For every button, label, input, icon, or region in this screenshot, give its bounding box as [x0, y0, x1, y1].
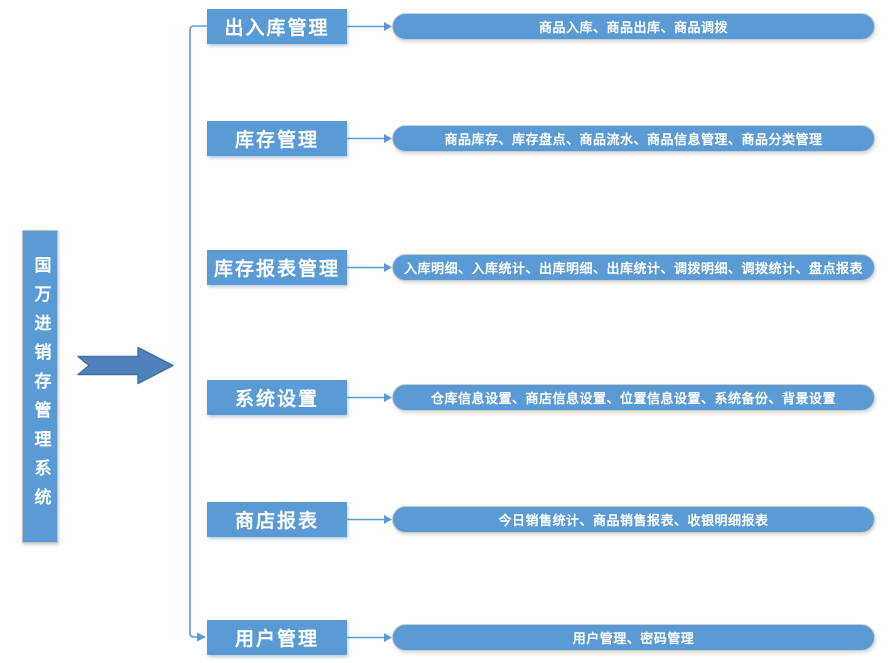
branch-detail-pill: 仓库信息设置、商店信息设置、位置信息设置、系统备份、背景设置 [392, 383, 875, 411]
branch-detail-label: 入库明细、入库统计、出库明细、出库统计、调拨明细、调拨统计、盘点报表 [403, 261, 863, 277]
branch-node: 系统设置 [207, 379, 347, 415]
branch-node: 出入库管理 [207, 8, 347, 44]
branch-node-label: 用户管理 [234, 627, 319, 650]
branch-node-label: 出入库管理 [224, 16, 330, 39]
branch-detail-pill: 用户管理、密码管理 [392, 623, 875, 651]
branch-detail-pill: 今日销售统计、商品销售报表、收银明细报表 [392, 505, 875, 533]
branch-node-label: 库存管理 [234, 128, 319, 151]
branch-arrow-icon [347, 21, 392, 31]
branch-node: 库存报表管理 [207, 249, 347, 285]
branch-arrow-icon [347, 133, 392, 143]
branch-node: 用户管理 [207, 619, 347, 655]
branch-detail-pill: 商品库存、库存盘点、商品流水、商品信息管理、商品分类管理 [392, 124, 875, 152]
branch-detail-label: 商品库存、库存盘点、商品流水、商品信息管理、商品分类管理 [444, 132, 823, 148]
root-node-label: 国万进销存管理系统 [30, 256, 51, 517]
branch-arrow-icon [347, 632, 392, 642]
branch-arrow-icon [347, 514, 392, 524]
branch-detail-pill: 商品入库、商品出库、商品调拨 [392, 12, 875, 40]
trunk-arrowhead-icon [197, 632, 206, 642]
branch-detail-pill: 入库明细、入库统计、出库明细、出库统计、调拨明细、调拨统计、盘点报表 [392, 253, 875, 281]
branch-node-label: 系统设置 [234, 387, 319, 410]
branch-detail-label: 仓库信息设置、商店信息设置、位置信息设置、系统备份、背景设置 [430, 391, 836, 407]
branch-arrow-icon [347, 392, 392, 402]
root-node: 国万进销存管理系统 [22, 230, 58, 543]
branch-node-label: 库存报表管理 [213, 257, 340, 280]
branch-detail-label: 今日销售统计、商品销售报表、收银明细报表 [498, 513, 769, 529]
branch-node: 库存管理 [207, 120, 347, 156]
branch-detail-label: 商品入库、商品出库、商品调拨 [538, 20, 728, 36]
branch-node-label: 商店报表 [234, 509, 319, 532]
branch-detail-label: 用户管理、密码管理 [572, 631, 695, 647]
branch-node: 商店报表 [207, 501, 347, 537]
right-block-arrow-icon [77, 346, 174, 385]
branch-arrow-icon [347, 262, 392, 272]
